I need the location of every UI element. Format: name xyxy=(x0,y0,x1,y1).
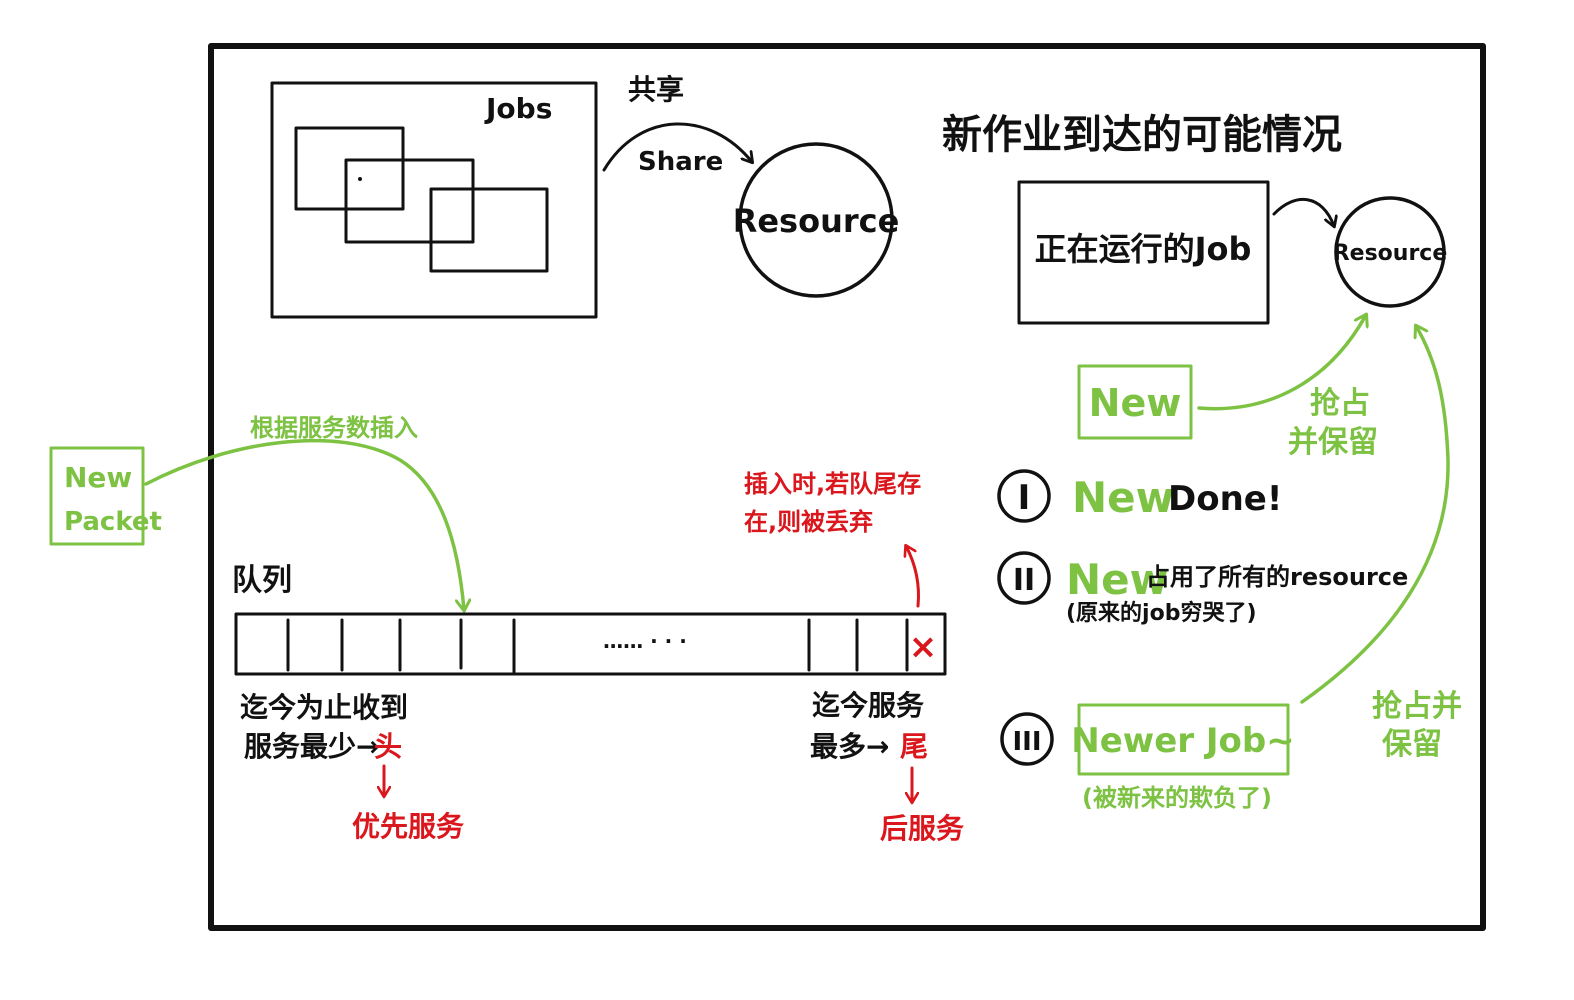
new-to-resource-arrow xyxy=(1197,315,1366,411)
share-arrow xyxy=(602,122,752,172)
case3-numeral: III xyxy=(1012,727,1041,757)
head-end: 头 xyxy=(374,730,402,763)
newer-job-box xyxy=(1077,703,1290,776)
tail-end: 尾 xyxy=(900,730,928,763)
job-rect-3 xyxy=(429,187,549,273)
resource-label-left: Resource xyxy=(733,202,900,240)
drop-mark: × xyxy=(909,627,938,667)
tail-line1: 迄今服务 xyxy=(812,689,924,722)
case2-text: 占用了所有的resource xyxy=(1146,563,1408,591)
resource-circle-right xyxy=(1334,196,1446,308)
jobs-box xyxy=(270,81,598,319)
drop-note-line1: 插入时,若队尾存 xyxy=(744,470,921,498)
head-result: 优先服务 xyxy=(352,810,464,843)
job-rect-2 xyxy=(344,158,475,244)
case2-numeral: II xyxy=(1013,563,1035,598)
newer-job-label: Newer Job~ xyxy=(1071,721,1294,761)
preempt-keep-line1: 抢占 xyxy=(1310,386,1370,421)
new-packet-line1: New xyxy=(64,461,132,494)
case1-done: Done! xyxy=(1168,479,1282,519)
shared-label: 共享 xyxy=(628,73,684,106)
running-to-resource-arrow xyxy=(1272,198,1334,226)
preempt-keep-line2: 并保留 xyxy=(1288,425,1378,460)
scenario-title: 新作业到达的可能情况 xyxy=(942,112,1342,158)
queue-label: 队列 xyxy=(232,563,292,598)
new-packet-box xyxy=(49,446,145,546)
job-rect-1 xyxy=(294,126,405,211)
tail-result: 后服务 xyxy=(880,812,964,845)
running-job-box xyxy=(1017,180,1270,325)
head-line2: 服务最少→ xyxy=(244,730,379,763)
new-label: New xyxy=(1089,381,1182,425)
newer-to-resource-arrow xyxy=(1300,326,1450,704)
share-label: Share xyxy=(638,147,723,177)
case2-numeral-circle xyxy=(997,551,1051,605)
insert-by-service-label: 根据服务数插入 xyxy=(250,414,418,442)
tail-line2: 最多→ xyxy=(810,730,889,763)
case1-numeral: I xyxy=(1018,478,1031,518)
resource-label-right: Resource xyxy=(1333,241,1448,266)
case1-numeral-circle xyxy=(997,469,1051,523)
case3-preempt-line2: 保留 xyxy=(1382,727,1442,762)
queue-bar xyxy=(234,612,947,676)
new-box xyxy=(1077,364,1193,440)
head-line1: 迄今为止收到 xyxy=(240,691,408,724)
new-packet-line2: Packet xyxy=(64,507,162,537)
drop-note-line2: 在,则被丢弃 xyxy=(744,508,873,536)
case3-numeral-circle xyxy=(1000,712,1054,766)
insert-arrow xyxy=(144,438,464,610)
outer-frame xyxy=(208,43,1486,931)
case3-preempt-line1: 抢占并 xyxy=(1372,689,1462,724)
job-dot xyxy=(358,177,362,181)
case3-note: (被新来的欺负了) xyxy=(1082,784,1272,812)
case2-new: New xyxy=(1066,555,1168,604)
case1-new: New xyxy=(1072,473,1174,522)
case2-note: (原来的job穷哭了) xyxy=(1066,600,1257,626)
drop-arrow xyxy=(906,546,920,608)
queue-ellipsis: …… · · · xyxy=(603,629,687,653)
jobs-label: Jobs xyxy=(484,92,552,125)
resource-circle-left xyxy=(738,142,894,298)
running-job-label: 正在运行的Job xyxy=(1035,230,1252,268)
